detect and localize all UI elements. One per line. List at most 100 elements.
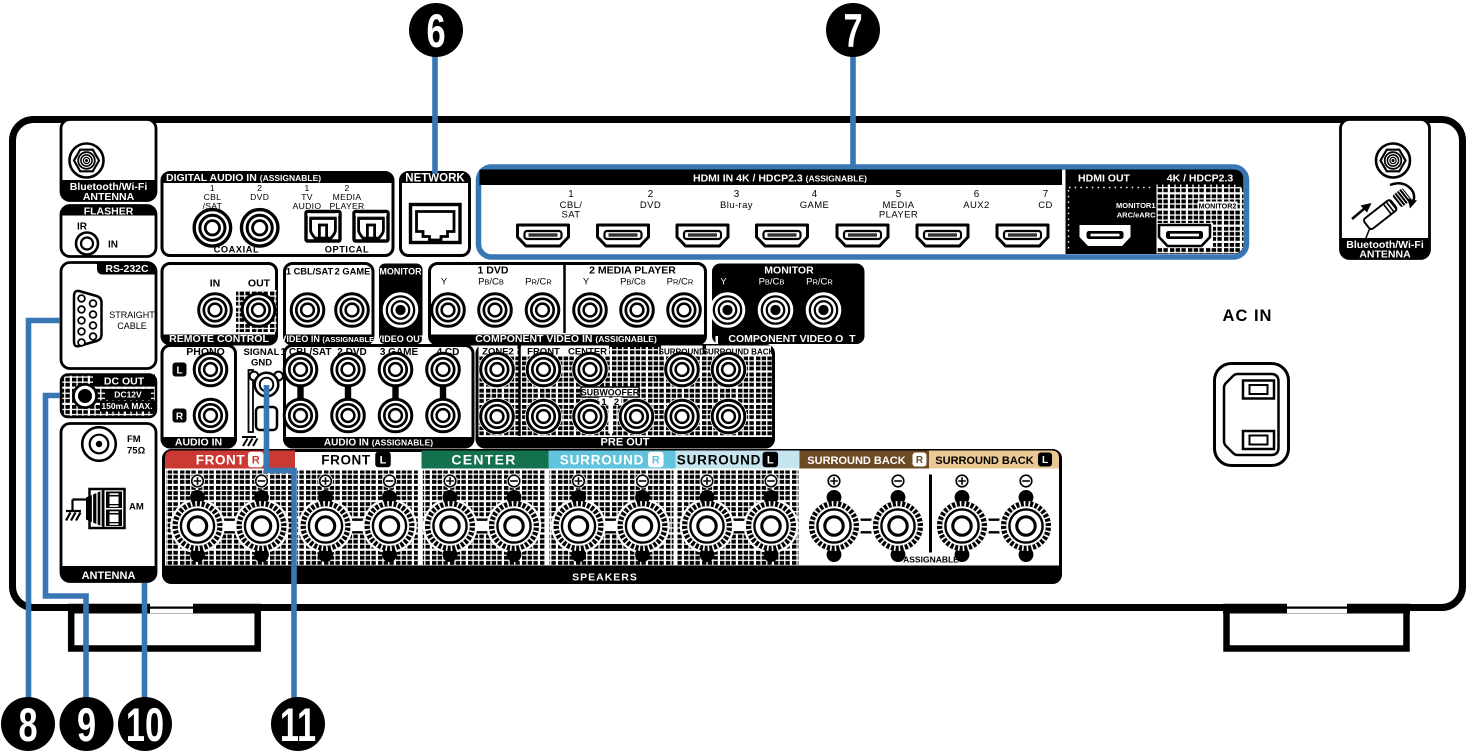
svg-text:COMPONENT VIDEO O T: COMPONENT VIDEO O T — [728, 333, 856, 345]
svg-text:CD: CD — [1038, 200, 1053, 211]
svg-text:2: 2 — [614, 397, 619, 408]
svg-text:MEDIA: MEDIA — [882, 200, 914, 211]
svg-text:1 DVD: 1 DVD — [478, 265, 509, 277]
svg-text:ANTENNA: ANTENNA — [83, 191, 135, 203]
svg-text:7: 7 — [843, 5, 862, 58]
svg-text:AUDIO: AUDIO — [293, 201, 322, 211]
svg-text:2 MEDIA PLAYER: 2 MEDIA PLAYER — [589, 265, 676, 277]
svg-text:/SAT: /SAT — [203, 201, 223, 211]
svg-text:1: 1 — [210, 183, 215, 193]
svg-text:150mA MAX.: 150mA MAX. — [101, 401, 152, 411]
svg-text:PR/CR: PR/CR — [667, 277, 694, 288]
svg-text:3: 3 — [734, 189, 740, 200]
svg-text:CENTER: CENTER — [568, 347, 607, 358]
svg-text:DVD: DVD — [640, 200, 661, 211]
svg-text:R: R — [252, 454, 260, 466]
svg-text:FRONT: FRONT — [527, 347, 560, 358]
svg-text:11: 11 — [280, 699, 316, 751]
svg-text:1 CBL/SAT: 1 CBL/SAT — [286, 267, 334, 277]
svg-text:IR: IR — [77, 222, 88, 233]
svg-text:ANTENNA: ANTENNA — [1359, 249, 1411, 261]
svg-text:DVD: DVD — [250, 192, 269, 202]
svg-text:2: 2 — [344, 183, 349, 193]
svg-text:SAT: SAT — [562, 210, 581, 221]
svg-text:Y: Y — [583, 277, 590, 288]
svg-text:MONITOR2: MONITOR2 — [1199, 202, 1237, 211]
svg-text:Bluetooth/Wi-Fi: Bluetooth/Wi-Fi — [70, 181, 148, 193]
svg-text:ARC/eARC: ARC/eARC — [1117, 211, 1156, 220]
svg-text:TV: TV — [301, 192, 313, 202]
svg-text:AUX2: AUX2 — [963, 200, 989, 211]
svg-text:MONITOR: MONITOR — [764, 265, 814, 277]
svg-text:6: 6 — [974, 189, 980, 200]
svg-text:VIDEO IN (ASSIGNABLE): VIDEO IN (ASSIGNABLE) — [280, 334, 377, 344]
svg-text:R: R — [176, 412, 184, 423]
svg-text:FRONT: FRONT — [321, 452, 371, 467]
svg-text:OPTICAL: OPTICAL — [325, 245, 370, 255]
svg-text:HDMI OUT: HDMI OUT — [1078, 173, 1130, 185]
svg-text:DIGITAL AUDIO IN (ASSIGNABLE): DIGITAL AUDIO IN (ASSIGNABLE) — [166, 172, 321, 184]
svg-text:L: L — [380, 454, 387, 466]
svg-text:PLAYER: PLAYER — [879, 210, 918, 221]
svg-text:IN: IN — [210, 278, 221, 290]
svg-text:7: 7 — [1043, 189, 1048, 200]
svg-text:8: 8 — [18, 699, 37, 751]
svg-text:SPEAKERS: SPEAKERS — [572, 572, 638, 584]
svg-text:STRAIGHT: STRAIGHT — [109, 310, 155, 320]
svg-text:Y: Y — [441, 277, 448, 288]
svg-text:AM: AM — [129, 502, 144, 513]
svg-text:PB/CB: PB/CB — [620, 277, 646, 288]
svg-text:PRE OUT: PRE OUT — [601, 437, 650, 449]
svg-text:GND: GND — [251, 358, 272, 369]
svg-text:10: 10 — [126, 699, 164, 751]
svg-text:2: 2 — [648, 189, 653, 200]
svg-text:AUDIO IN (ASSIGNABLE): AUDIO IN (ASSIGNABLE) — [324, 438, 433, 449]
svg-text:ZONE2: ZONE2 — [482, 347, 514, 358]
svg-text:PLAYER: PLAYER — [329, 201, 364, 211]
svg-text:4K / HDCP2.3: 4K / HDCP2.3 — [1167, 173, 1234, 185]
svg-text:REMOTE CONTROL: REMOTE CONTROL — [169, 333, 269, 345]
svg-text:75Ω: 75Ω — [127, 446, 146, 457]
svg-text:9: 9 — [77, 699, 96, 751]
svg-text:Y: Y — [720, 277, 727, 288]
svg-text:MEDIA: MEDIA — [333, 192, 362, 202]
svg-text:PB/CB: PB/CB — [478, 277, 504, 288]
svg-text:2: 2 — [257, 183, 262, 193]
svg-text:NETWORK: NETWORK — [405, 173, 465, 185]
svg-text:R: R — [652, 454, 660, 466]
svg-text:ASSIGNABLE: ASSIGNABLE — [903, 555, 959, 565]
svg-text:AUDIO IN: AUDIO IN — [175, 437, 222, 449]
svg-text:SURROUND: SURROUND — [677, 452, 761, 467]
svg-text:COAXIAL: COAXIAL — [214, 245, 260, 255]
svg-text:SURROUND BACK: SURROUND BACK — [703, 348, 775, 357]
svg-text:1 CBL/SAT: 1 CBL/SAT — [281, 347, 332, 358]
svg-text:CBL/: CBL/ — [560, 200, 583, 211]
svg-text:5: 5 — [896, 189, 902, 200]
svg-text:CENTER: CENTER — [451, 451, 516, 467]
svg-text:SURROUND BACK: SURROUND BACK — [935, 455, 1033, 467]
svg-text:Blu-ray: Blu-ray — [720, 200, 753, 211]
svg-text:R: R — [916, 455, 924, 466]
svg-text:OUT: OUT — [248, 278, 271, 290]
svg-text:L: L — [1042, 455, 1048, 466]
svg-text:Bluetooth/Wi-Fi: Bluetooth/Wi-Fi — [1346, 239, 1424, 251]
svg-text:PR/CR: PR/CR — [525, 277, 552, 288]
svg-text:GAME: GAME — [800, 200, 830, 211]
svg-text:4: 4 — [812, 189, 818, 200]
svg-text:SUBWOOFER: SUBWOOFER — [581, 388, 640, 398]
svg-text:1: 1 — [304, 183, 309, 193]
svg-text:SURROUND BACK: SURROUND BACK — [807, 455, 905, 467]
svg-text:L: L — [767, 454, 774, 466]
svg-text:SURROUND: SURROUND — [560, 452, 644, 467]
svg-text:FM: FM — [127, 434, 141, 445]
svg-text:HDMI IN 4K / HDCP2.3 (ASSIGNAB: HDMI IN 4K / HDCP2.3 (ASSIGNABLE) — [693, 173, 867, 185]
svg-text:COMPONENT VIDEO IN (ASSIGNABLE: COMPONENT VIDEO IN (ASSIGNABLE) — [475, 333, 657, 345]
svg-text:MONITOR: MONITOR — [379, 267, 422, 277]
svg-text:DC12V: DC12V — [114, 390, 142, 400]
svg-text:CBL: CBL — [204, 192, 222, 202]
svg-text:PR/CR: PR/CR — [806, 277, 833, 288]
svg-text:L: L — [176, 366, 182, 377]
svg-text:RS-232C: RS-232C — [105, 263, 149, 275]
svg-text:FRONT: FRONT — [196, 452, 246, 467]
svg-text:PB/CB: PB/CB — [759, 277, 785, 288]
